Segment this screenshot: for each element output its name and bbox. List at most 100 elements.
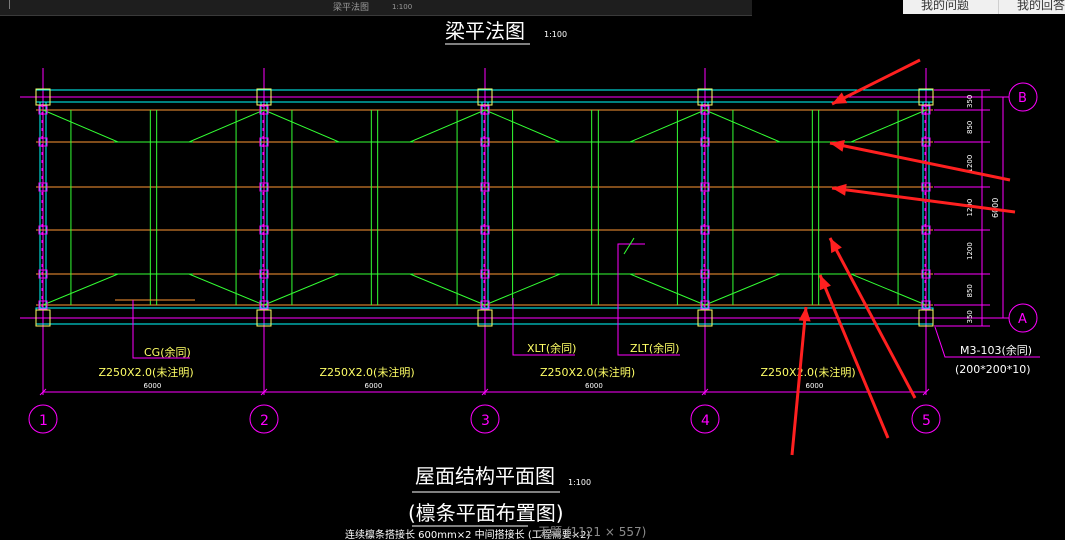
span-dim-text: 6000 (585, 382, 603, 390)
column-bottom (256, 309, 272, 327)
column-top (918, 88, 934, 106)
diagonal-brace (263, 273, 414, 306)
red-arrow-head (819, 275, 831, 291)
purlin-clip (259, 300, 269, 310)
zlt-tick (623, 237, 635, 255)
column-bottom (697, 309, 713, 327)
purlin-clip (700, 300, 710, 310)
purlin-clip (480, 105, 490, 115)
zlt-label: ZLT(余同) (630, 341, 679, 355)
top-drawing-title: 梁平法图 (445, 19, 525, 43)
dim-tick (701, 388, 709, 396)
purlin-clip (38, 269, 48, 279)
xlt-label: XLT(余同) (527, 341, 576, 355)
column-top (35, 88, 51, 106)
purlin-clip (259, 225, 269, 235)
purlin-clip (38, 182, 48, 192)
purlin-clip (480, 269, 490, 279)
image-size-status: 无题 (1121 × 557) (538, 525, 647, 539)
axis-bubble-label: B (1018, 91, 1027, 106)
right-dimensions: 3508501200120012008503506000 (934, 89, 1004, 327)
purlin-clip (700, 137, 710, 147)
axis-bubble (28, 404, 58, 434)
divider (998, 0, 999, 14)
red-arrow-head (832, 183, 847, 196)
bottom-drawing-title: 屋面结构平面图 (415, 464, 555, 488)
purlin-spec-label: Z250X2.0(未注明) (761, 365, 856, 379)
xlt-leader (512, 298, 575, 356)
axis-bubble (470, 404, 500, 434)
right-dim-text: 1200 (966, 242, 974, 260)
red-arrow-shaft (828, 237, 917, 399)
connection-marks (38, 104, 931, 310)
axis-bubble-label: A (1018, 312, 1027, 327)
m3-size-label: (200*200*10) (955, 363, 1031, 376)
axis-bubble-label: 2 (260, 413, 269, 429)
purlin-spec-label: Z250X2.0(未注明) (320, 365, 415, 379)
top-title-scale: 1:100 (544, 30, 567, 39)
axis-bubble-label: 5 (922, 413, 931, 429)
right-dim-text: 850 (966, 284, 974, 297)
column-bottom (918, 309, 934, 327)
purlin-clip (259, 182, 269, 192)
red-arrow-shaft (790, 306, 808, 456)
diagonal-brace (704, 273, 855, 306)
purlin-clip (259, 269, 269, 279)
diagonal-brace (263, 109, 414, 143)
purlin-clip (480, 225, 490, 235)
red-arrow-shaft (831, 186, 1016, 214)
purlin-spec-label: Z250X2.0(未注明) (99, 365, 194, 379)
tab-marker: | (8, 0, 12, 10)
tab-drawing-title[interactable]: 梁平法图 (333, 3, 370, 13)
diagonal-brace (42, 109, 193, 143)
brace-lines (42, 109, 927, 306)
top-right-buttons: 我的问题 我的回答 (903, 0, 1065, 14)
red-arrow-head (832, 92, 848, 104)
diagonal-brace (484, 109, 635, 143)
purlin-clip (38, 225, 48, 235)
diagonal-brace (704, 109, 855, 143)
diagonal-brace (335, 109, 486, 143)
drawing-tab-bar: | 梁平法图 1:100 (0, 0, 752, 16)
annotation-arrows (790, 58, 1016, 456)
column-markers (35, 88, 934, 327)
red-arrow-shaft (818, 274, 890, 439)
diagonal-brace (484, 273, 635, 306)
my-questions-button[interactable]: 我的问题 (921, 0, 970, 12)
bottom-title-scale: 1:100 (568, 478, 591, 487)
diagonal-brace (114, 109, 265, 143)
m3-label: M3-103(余同) (960, 343, 1032, 357)
dim-tick (39, 388, 47, 396)
axis-bubble-label: 3 (481, 413, 490, 429)
purlin-clip (480, 182, 490, 192)
right-dim-text: 350 (966, 95, 974, 108)
my-answers-button[interactable]: 我的回答 (1017, 0, 1065, 12)
zlt-leader (617, 243, 680, 356)
right-dim-text: 850 (966, 121, 974, 134)
right-dim-text: 350 (966, 310, 974, 323)
axis-bubble (249, 404, 279, 434)
right-dim-text: 1200 (966, 155, 974, 173)
axis-bubble (911, 404, 941, 434)
purlin-clip (38, 105, 48, 115)
purlin-clip (259, 137, 269, 147)
purlin-clip (38, 300, 48, 310)
red-arrow-head (798, 307, 811, 322)
column-top (256, 88, 272, 106)
purlin-clip (480, 137, 490, 147)
dim-tick (481, 388, 489, 396)
span-dim-text: 6000 (365, 382, 383, 390)
purlin-clip (259, 105, 269, 115)
purlin-clip (921, 137, 931, 147)
purlin-clip (700, 105, 710, 115)
axis-bubble (690, 404, 720, 434)
purlin-clip (921, 225, 931, 235)
purlin-clip (921, 269, 931, 279)
span-dim-text: 6000 (144, 382, 162, 390)
m3-leader (934, 326, 1040, 358)
axis-grid (20, 68, 1005, 395)
span-dim-text: 6000 (806, 382, 824, 390)
cg-leader (132, 300, 190, 359)
